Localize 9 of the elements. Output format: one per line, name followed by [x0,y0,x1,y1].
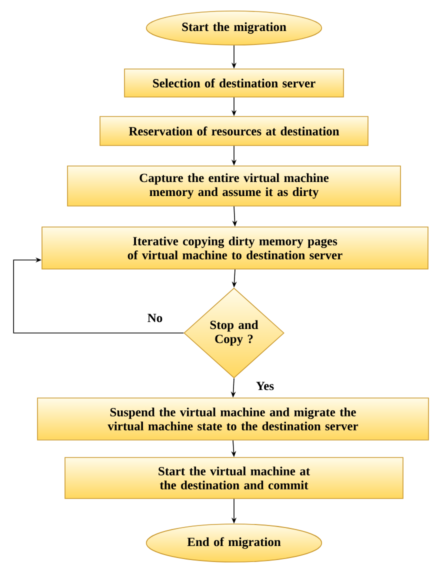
process-box: Reservation of resources at destination [100,116,368,146]
process-box: Capture the entire virtual machine memory and assume it as dirty [67,166,401,206]
arrow [13,257,184,334]
process-box: Suspend the virtual machine and migrate the virtual machine state to the destination server [37,398,429,440]
edge-label: Yes [254,380,276,392]
process-box: Selection of destination server [124,68,344,98]
process-box: Iterative copying dirty memory pages of virtual machine to destination server [42,226,428,270]
process-box: Start the virtual machine at the destination and commit [64,457,404,499]
edge-label: No [146,312,164,324]
